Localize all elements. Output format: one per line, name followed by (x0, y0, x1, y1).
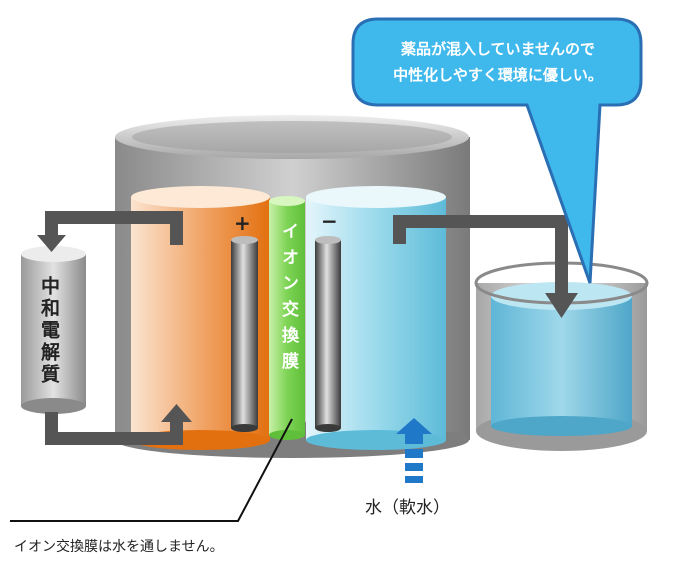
membrane-label: イオン交換膜 (278, 222, 298, 378)
positive-electrode (231, 236, 258, 432)
negative-sign: − (321, 209, 338, 233)
neutral-electrolyte-cylinder (21, 246, 86, 414)
ion-exchange-membrane (269, 196, 305, 440)
positive-sign: + (234, 211, 251, 235)
water-input-arrow (396, 418, 432, 483)
membrane-callout-line (10, 418, 293, 522)
neutral-electrolyte-label: 中和電解質 (38, 276, 60, 386)
balloon-line-1: 薬品が混入していませんので (400, 40, 596, 58)
membrane-caption: イオン交換膜は水を通しません。 (14, 539, 224, 555)
water-label: 水（軟水） (365, 498, 450, 518)
neutral-loop-arrow-top (37, 211, 183, 252)
speech-balloon (351, 17, 643, 284)
balloon-line-2: 中性化しやすく環境に優しい。 (393, 66, 603, 84)
output-flow-arrow (393, 215, 578, 318)
neutral-loop-arrow-bottom (45, 404, 192, 445)
outflow-tank (474, 261, 649, 451)
balloon-text: 薬品が混入していませんので 中性化しやすく環境に優しい。 (366, 36, 630, 88)
negative-electrode (315, 236, 341, 432)
